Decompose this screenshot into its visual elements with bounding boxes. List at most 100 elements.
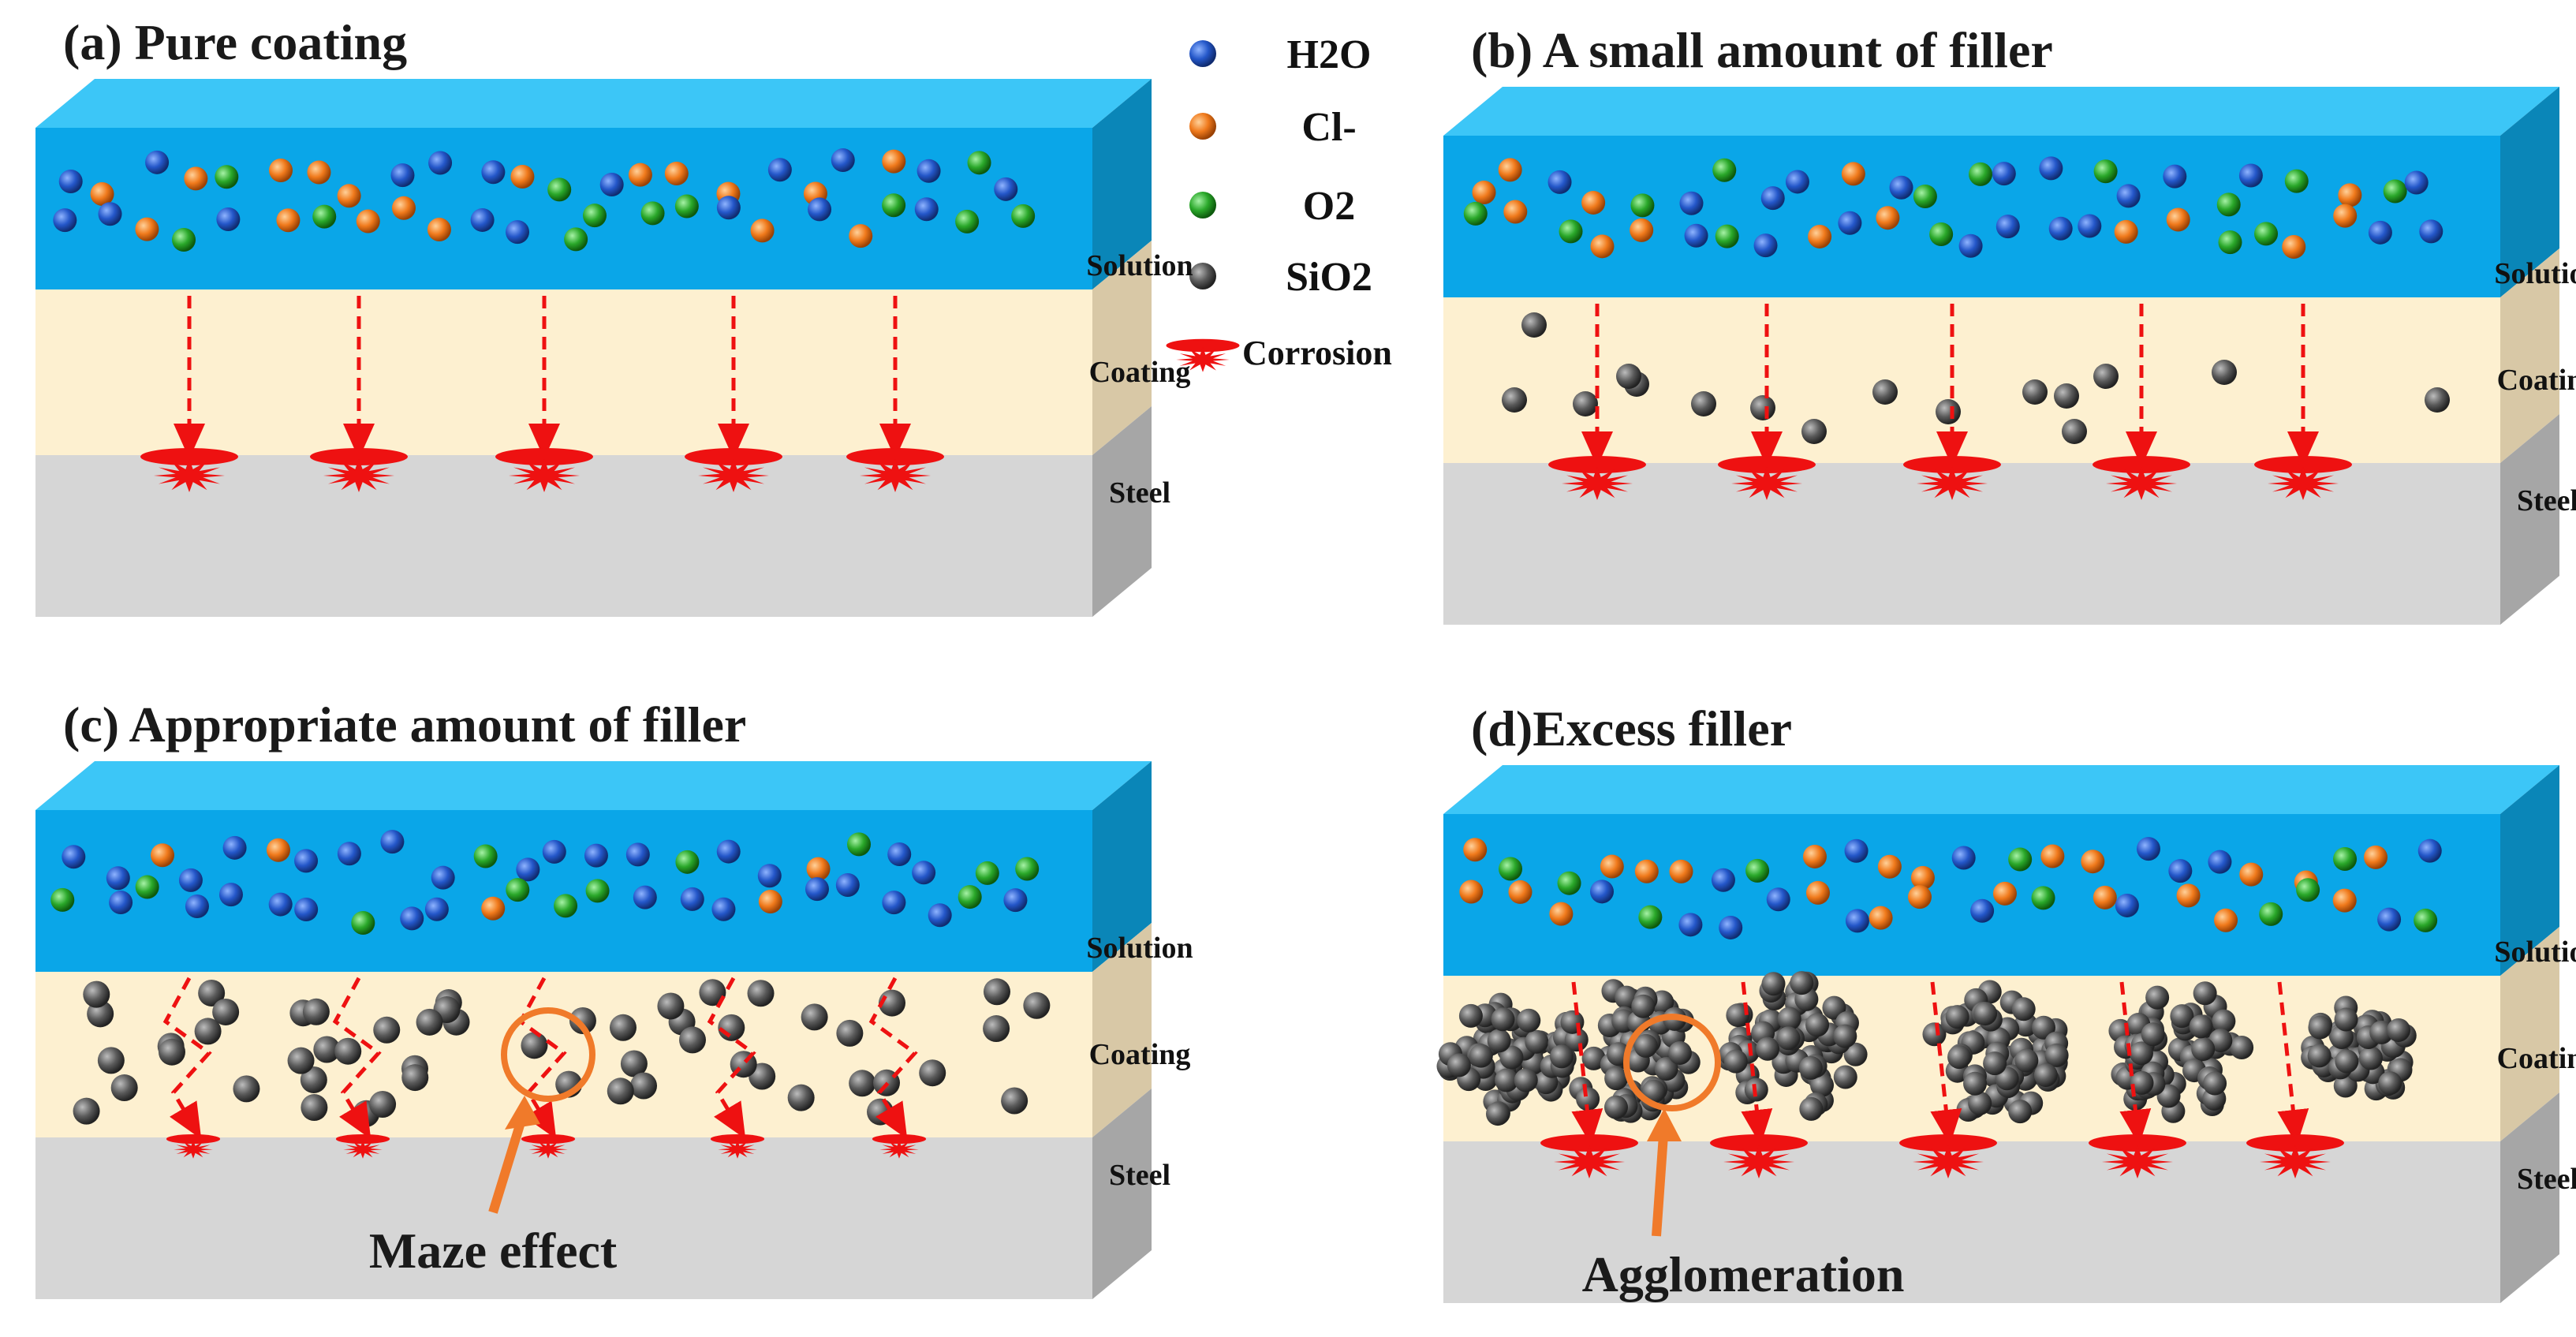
water-particle [1844, 838, 1869, 863]
corrosion-icon [1710, 1134, 1808, 1178]
silica-particle [2062, 419, 2087, 444]
silica-particle [2032, 1015, 2056, 1040]
silica-particle [2329, 1025, 2354, 1049]
corrosion-icon [1718, 456, 1816, 500]
silica-particle [2011, 997, 2036, 1021]
legend-oxygen: O2 [1189, 184, 1355, 229]
chloride-particle [2214, 908, 2238, 932]
corrosion-icon [335, 1133, 390, 1159]
silica-particle [620, 1050, 648, 1077]
oxygen-particle [1638, 905, 1663, 929]
chloride-particle [758, 889, 782, 913]
water-particle [542, 839, 566, 864]
silica-particle [2014, 1048, 2039, 1073]
silica-particle [1499, 1045, 1524, 1070]
silica-particle [1963, 1071, 1988, 1096]
oxygen-particle [312, 204, 337, 229]
silica-particle [679, 1026, 707, 1054]
water-particle [2419, 219, 2443, 244]
corrosion-icon [310, 448, 408, 492]
water-particle [994, 177, 1018, 201]
chloride-particle [1600, 854, 1624, 879]
water-particle [914, 197, 939, 222]
silica-particle [1843, 1042, 1868, 1066]
corrosion-icon [2254, 456, 2352, 500]
silica-particle [521, 1032, 548, 1059]
legend-silica: SiO2 [1189, 255, 1372, 300]
oxygen-particle [506, 878, 530, 902]
chloride-particle [1463, 838, 1488, 862]
silica-particle [2307, 1044, 2331, 1068]
diffusion-paths [140, 296, 944, 492]
water-particle [1992, 162, 2016, 186]
water-particle [928, 903, 952, 928]
corrosion-icon [166, 1133, 221, 1159]
water-particle [716, 839, 741, 864]
silica-particle [2093, 364, 2119, 389]
silica-particle [2425, 387, 2450, 413]
chloride-particle [1498, 158, 1522, 182]
silica-particle [2054, 383, 2079, 409]
panel-title: (b) A small amount of filler [1471, 22, 2053, 78]
water-particle [2163, 164, 2187, 189]
oxygen-particle [1011, 204, 1036, 228]
chloride-particle [1581, 190, 1606, 215]
water-particle [1958, 233, 1983, 258]
silica-particle [630, 1072, 658, 1100]
solution-top-face [1443, 765, 2559, 814]
coating-side-face [2500, 248, 2559, 463]
oxygen-particle [554, 894, 578, 918]
diffusion-paths [1548, 304, 2352, 500]
water-particle [1547, 170, 1572, 194]
silica-particle [1726, 1003, 1750, 1028]
silica-particle [1833, 1065, 1857, 1089]
oxygen-particle [1015, 857, 1040, 881]
steel-side-face [2500, 414, 2559, 625]
silica-particle [1776, 1026, 1801, 1051]
chloride-particle [2166, 207, 2190, 232]
chloride-particle [1669, 859, 1693, 883]
chloride-particle [1992, 881, 2017, 906]
water-particle [1845, 909, 1869, 933]
silica-particle [1667, 1040, 1692, 1065]
steel-label: Steel [1109, 1159, 1170, 1192]
steel-label: Steel [2517, 1163, 2576, 1196]
silica-particle [1514, 1068, 1538, 1092]
legend-corrosion-label: Corrosion [1242, 334, 1392, 372]
coating-side-face [1092, 923, 1152, 1137]
corrosion-icon [872, 1133, 927, 1159]
oxygen-particle [1715, 224, 1739, 248]
chloride-particle [2093, 885, 2117, 909]
silica-particle [2212, 360, 2237, 385]
legend-chloride-label: Cl- [1301, 105, 1356, 150]
chloride-particle [1472, 180, 1496, 204]
silica-particle [287, 1047, 315, 1074]
silica-particle [2008, 1100, 2033, 1124]
silica-particle [302, 998, 330, 1025]
chloride-particle [1549, 902, 1574, 926]
tortuous-diffusion-arrow [707, 977, 756, 1140]
chloride-particle [337, 184, 361, 208]
oxygen-particle [967, 151, 991, 175]
water-particle [2078, 214, 2102, 238]
silica-particle [2208, 1029, 2233, 1053]
silica-particle [1469, 1044, 1493, 1068]
panel-title: (d)Excess filler [1471, 700, 1792, 756]
water-particle [2238, 163, 2263, 188]
chloride-particle [1459, 880, 1484, 904]
water-particle [1760, 186, 1785, 211]
silica-particle [2333, 1074, 2358, 1098]
maze-effect-label: Maze effect [369, 1223, 618, 1279]
oxygen-particle [50, 887, 75, 912]
oxygen-particle [215, 165, 239, 189]
silica-particle [110, 1074, 138, 1102]
silica-particle [1805, 1013, 1830, 1037]
silica-particle [73, 1097, 100, 1125]
coating-label: Coating [2497, 364, 2576, 397]
silica-particle [569, 1006, 596, 1034]
chloride-particle [90, 181, 114, 206]
solution-label: Solution [1086, 932, 1193, 965]
chloride-particle [356, 209, 380, 233]
silica-particle [198, 979, 226, 1006]
chloride-particle [276, 208, 301, 233]
